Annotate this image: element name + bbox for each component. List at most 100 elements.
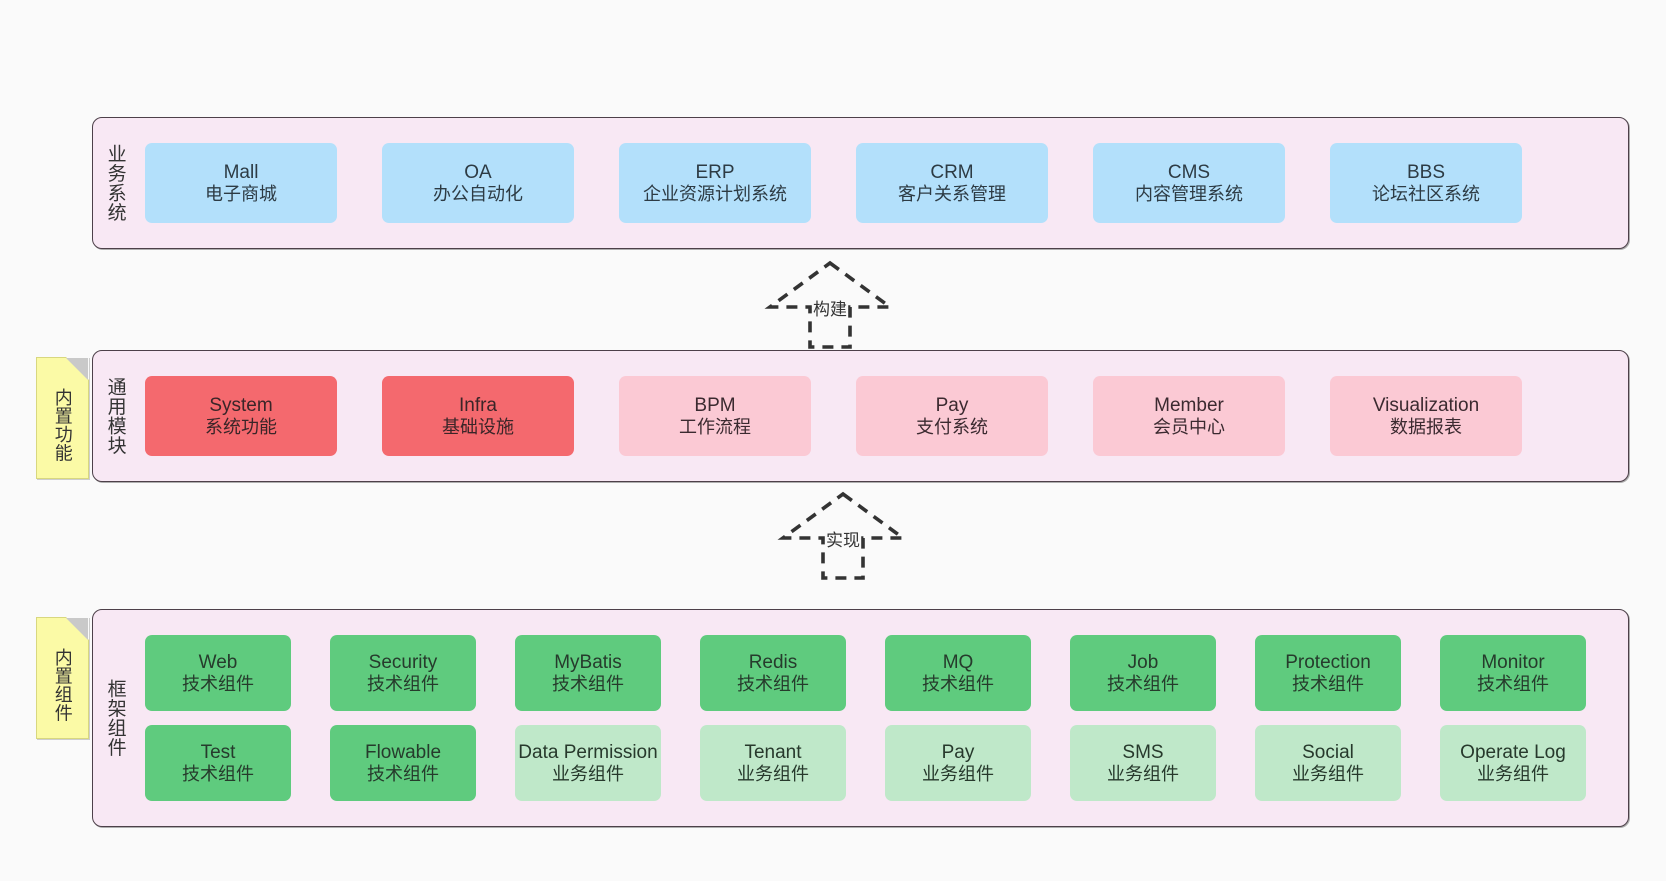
module-card-title: Social bbox=[1302, 741, 1354, 763]
note-built-in-features: 内置功能 bbox=[36, 357, 89, 479]
module-card-title: Test bbox=[200, 741, 236, 763]
module-card-subtitle: 技术组件 bbox=[1107, 673, 1179, 694]
module-card-title: SMS bbox=[1122, 741, 1164, 763]
note-built-in-components-label: 内置组件 bbox=[52, 648, 73, 722]
module-card-subtitle: 系统功能 bbox=[205, 416, 277, 437]
module-card-title: Pay bbox=[941, 741, 975, 763]
connector-implement-label: 实现 bbox=[826, 531, 860, 550]
module-card-title: Protection bbox=[1285, 651, 1371, 673]
module-card-subtitle: 支付系统 bbox=[916, 416, 988, 437]
module-card-title: BBS bbox=[1406, 161, 1446, 183]
module-card-subtitle: 技术组件 bbox=[1477, 673, 1549, 694]
module-card-subtitle: 客户关系管理 bbox=[898, 183, 1006, 204]
module-card-subtitle: 工作流程 bbox=[679, 416, 751, 437]
module-card-title: Monitor bbox=[1481, 651, 1545, 673]
module-card-subtitle: 业务组件 bbox=[1107, 763, 1179, 784]
module-card-subtitle: 业务组件 bbox=[922, 763, 994, 784]
note-built-in-components: 内置组件 bbox=[36, 617, 89, 739]
connector-implement: 实现 bbox=[775, 490, 911, 582]
layer-common-title: 通用模块 bbox=[104, 377, 126, 455]
connector-build-label: 构建 bbox=[813, 300, 847, 319]
module-card-title: Job bbox=[1127, 651, 1159, 673]
module-card-title: Member bbox=[1154, 394, 1224, 416]
module-card-title: OA bbox=[464, 161, 492, 183]
module-card-subtitle: 论坛社区系统 bbox=[1372, 183, 1480, 204]
module-card-title: Tenant bbox=[744, 741, 802, 763]
module-card-subtitle: 技术组件 bbox=[367, 673, 439, 694]
module-card-title: CMS bbox=[1167, 161, 1211, 183]
module-card-title: Pay bbox=[935, 394, 969, 416]
module-card-title: MyBatis bbox=[554, 651, 622, 673]
module-card-subtitle: 业务组件 bbox=[552, 763, 624, 784]
module-card-title: CRM bbox=[930, 161, 974, 183]
module-card-subtitle: 数据报表 bbox=[1390, 416, 1462, 437]
module-card-subtitle: 会员中心 bbox=[1153, 416, 1225, 437]
module-card-subtitle: 技术组件 bbox=[922, 673, 994, 694]
layer-business-title: 业务系统 bbox=[104, 144, 126, 222]
module-card-subtitle: 业务组件 bbox=[1477, 763, 1549, 784]
module-card-title: Mall bbox=[223, 161, 259, 183]
module-card-subtitle: 技术组件 bbox=[552, 673, 624, 694]
module-card-subtitle: 业务组件 bbox=[737, 763, 809, 784]
module-card-title: ERP bbox=[695, 161, 735, 183]
note-fold-corner-icon bbox=[66, 618, 88, 640]
module-card-title: Infra bbox=[458, 394, 498, 416]
module-card-title: MQ bbox=[942, 651, 974, 673]
layer-framework-title: 框架组件 bbox=[104, 679, 126, 757]
module-card-title: Operate Log bbox=[1460, 741, 1566, 763]
module-card-subtitle: 技术组件 bbox=[367, 763, 439, 784]
note-built-in-features-label: 内置功能 bbox=[52, 388, 73, 462]
module-card-subtitle: 技术组件 bbox=[182, 763, 254, 784]
module-card-subtitle: 技术组件 bbox=[737, 673, 809, 694]
module-card-title: Data Permission bbox=[518, 741, 658, 763]
module-card-subtitle: 业务组件 bbox=[1292, 763, 1364, 784]
implement-arrow-shape bbox=[777, 491, 909, 580]
module-card-title: System bbox=[209, 394, 273, 416]
module-card-title: Web bbox=[198, 651, 238, 673]
module-card-title: Security bbox=[368, 651, 438, 673]
build-arrow-shape bbox=[764, 260, 896, 349]
note-fold-corner-icon bbox=[66, 358, 88, 380]
module-card-subtitle: 电子商城 bbox=[205, 183, 277, 204]
module-card-title: Visualization bbox=[1372, 394, 1480, 416]
